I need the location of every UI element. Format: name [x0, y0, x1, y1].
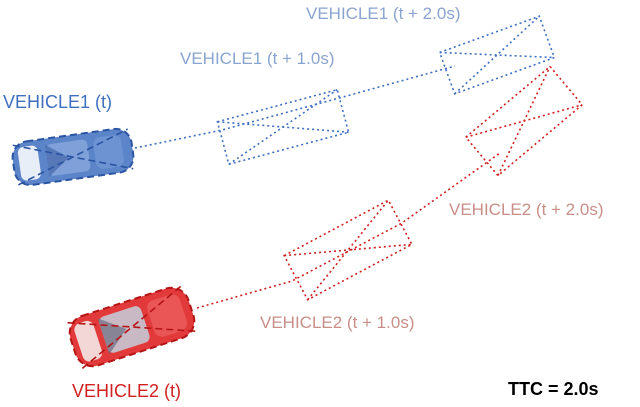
ttc-label: TTC = 2.0s — [508, 379, 599, 399]
vehicle2-trajectory-line — [196, 152, 501, 309]
vehicle2-t2-label: VEHICLE2 (t + 2.0s) — [449, 200, 603, 219]
vehicle1-t2-label: VEHICLE1 (t + 2.0s) — [306, 4, 460, 23]
vehicle2-car-icon — [67, 285, 197, 369]
vehicle1-trajectory-line — [134, 65, 456, 149]
vehicle2-t-label: VEHICLE2 (t) — [72, 381, 181, 401]
vehicle1-t1-label: VEHICLE1 (t + 1.0s) — [180, 49, 334, 68]
vehicle2-t1-bounding-box — [283, 199, 413, 301]
vehicle1-t-label: VEHICLE1 (t) — [3, 92, 112, 112]
vehicle1-t1-bounding-box — [216, 88, 350, 166]
vehicle1-car-icon — [11, 127, 135, 187]
vehicle1-t2-bounding-box — [438, 15, 556, 95]
vehicle2-t1-label: VEHICLE2 (t + 1.0s) — [260, 313, 414, 332]
